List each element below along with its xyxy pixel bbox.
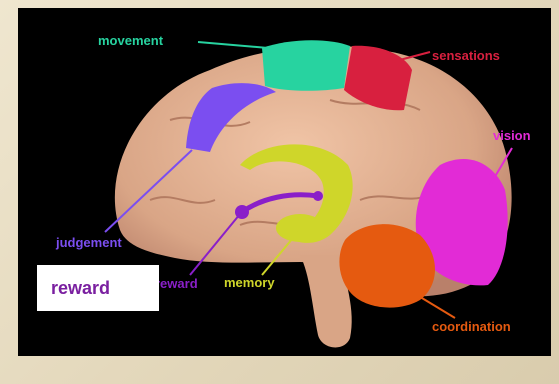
reward-highlight-text: reward	[51, 278, 110, 299]
label-reward: reward	[155, 276, 198, 291]
coordination-leader	[412, 292, 455, 318]
label-judgement: judgement	[55, 235, 122, 250]
reward-highlight-box: reward	[37, 265, 159, 311]
reward-node-right	[313, 191, 323, 201]
label-sensations: sensations	[432, 48, 500, 63]
label-coordination: coordination	[432, 319, 511, 334]
movement-leader	[198, 42, 268, 48]
label-memory: memory	[224, 275, 275, 290]
hippocampus-region	[276, 214, 324, 242]
label-movement: movement	[98, 33, 164, 48]
movement-region	[262, 40, 350, 91]
coordination-region	[339, 224, 435, 307]
label-vision: vision	[493, 128, 531, 143]
